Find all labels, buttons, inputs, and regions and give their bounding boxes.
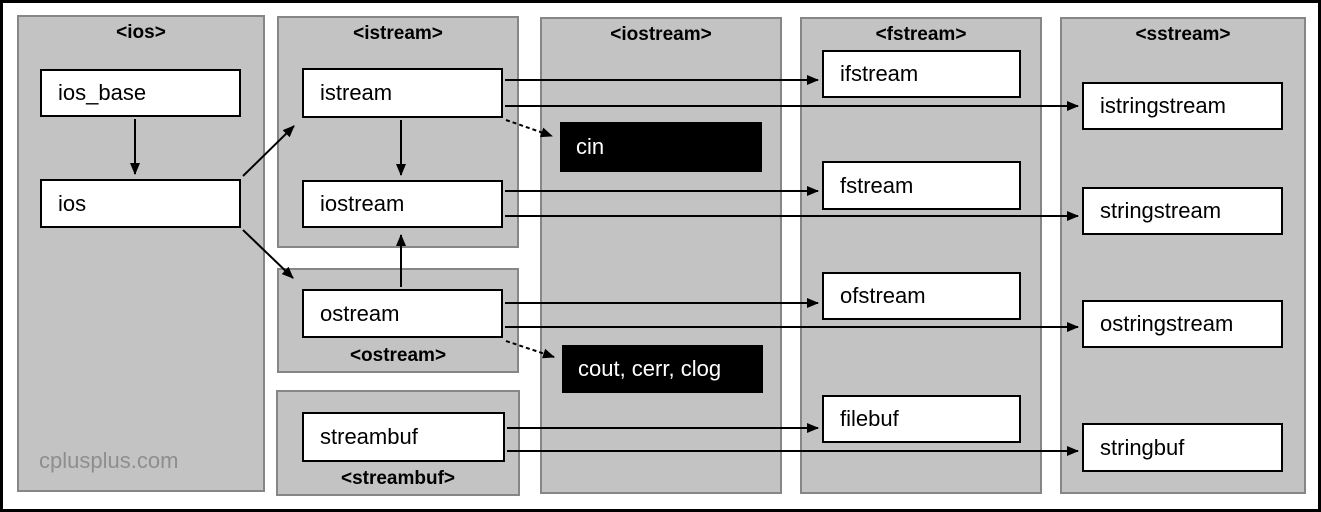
node-cout-cerr-clog[interactable]: cout, cerr, clog: [562, 345, 763, 393]
node-cin[interactable]: cin: [560, 122, 762, 172]
panel-title-streambuf[interactable]: <streambuf>: [340, 468, 456, 489]
node-ostringstream[interactable]: ostringstream: [1082, 300, 1283, 348]
node-fstream[interactable]: fstream: [822, 161, 1021, 210]
panel-title-istream[interactable]: <istream>: [353, 23, 443, 44]
node-ostream[interactable]: ostream: [302, 289, 503, 338]
watermark: cplusplus.com: [39, 448, 179, 473]
node-filebuf[interactable]: filebuf: [822, 395, 1021, 443]
node-stringbuf[interactable]: stringbuf: [1082, 423, 1283, 472]
node-ios_base[interactable]: ios_base: [40, 69, 241, 117]
node-stringstream[interactable]: stringstream: [1082, 187, 1283, 235]
node-ios[interactable]: ios: [40, 179, 241, 228]
panel-title-fstream[interactable]: <fstream>: [875, 24, 967, 45]
node-istringstream[interactable]: istringstream: [1082, 82, 1283, 130]
node-iostream[interactable]: iostream: [302, 180, 503, 228]
panel-title-ostream[interactable]: <ostream>: [349, 345, 447, 366]
node-ifstream[interactable]: ifstream: [822, 50, 1021, 98]
panel-iostream: <iostream>: [540, 17, 782, 494]
node-streambuf[interactable]: streambuf: [302, 412, 505, 462]
panel-title-ios[interactable]: <ios>: [116, 22, 166, 43]
panel-title-iostream[interactable]: <iostream>: [610, 24, 712, 45]
node-istream[interactable]: istream: [302, 68, 503, 118]
panel-title-sstream[interactable]: <sstream>: [1135, 24, 1231, 45]
node-ofstream[interactable]: ofstream: [822, 272, 1021, 320]
